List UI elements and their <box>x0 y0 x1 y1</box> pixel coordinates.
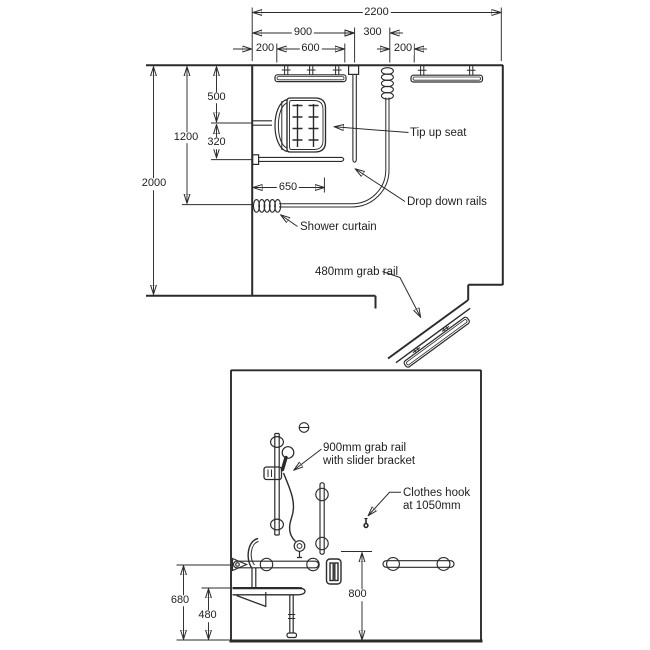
dim-seat-from-back-wall: 500 <box>205 90 228 104</box>
slider-bracket <box>263 466 283 481</box>
seat-outline <box>286 97 327 153</box>
dim-rail-length: 600 <box>299 42 322 55</box>
hose-outlet <box>293 540 306 552</box>
plan-480-grab-rail <box>395 307 471 368</box>
label-drop-down-rails: Drop down rails <box>407 196 487 208</box>
plan-view <box>146 7 504 368</box>
elevation-extension-lines <box>176 551 372 641</box>
leader-tip-up-seat <box>335 127 409 133</box>
leader-900-grab-rail <box>294 448 322 470</box>
dim-rail-gap-right: 200 <box>391 42 415 55</box>
elevation-tip-up-seat <box>232 537 306 639</box>
label-clothes-hook-line2: at 1050mm <box>403 499 461 512</box>
plan-drop-down-rail-vertical <box>348 65 360 163</box>
elevation-walls <box>229 369 483 643</box>
leader-clothes-hook <box>368 491 401 515</box>
elevation-shower-riser-rail <box>263 432 306 559</box>
leader-shower-curtain <box>281 215 298 227</box>
plan-walls <box>146 64 504 360</box>
label-clothes-hook: Clothes hook at 1050mm <box>403 487 470 512</box>
plan-leader-lines <box>281 127 421 317</box>
dim-grab-rail-height: 800 <box>346 588 369 601</box>
plan-shower-curtain-track <box>252 67 394 213</box>
seat-foot <box>286 632 298 639</box>
elevation-clothes-hook <box>363 517 369 529</box>
label-tip-up-seat: Tip up seat <box>410 126 467 139</box>
label-480-grab-rail: 480mm grab rail <box>315 265 399 278</box>
shower-hose <box>282 472 296 543</box>
elevation-leader-lines <box>294 448 401 516</box>
leader-drop-down-rails <box>355 169 406 202</box>
shower-curtain-coil-top <box>380 67 394 100</box>
dim-drop-rail-reach: 650 <box>276 181 300 194</box>
label-shower-curtain: Shower curtain <box>300 220 377 233</box>
elevation-vertical-grab-rail <box>315 482 329 555</box>
elevation-view <box>176 369 483 643</box>
rail-bracket <box>417 65 476 76</box>
elevation-drop-down-rail-at-seat <box>231 557 320 572</box>
rail-bracket <box>412 325 450 354</box>
seat-slats <box>292 104 319 147</box>
plan-tip-up-seat <box>253 97 327 153</box>
dim-seat-to-drop-rail: 320 <box>205 136 228 149</box>
seat-wall-arm <box>253 120 272 126</box>
dim-curtain-return-depth: 1200 <box>171 130 201 144</box>
elevation-ceiling-outlet <box>298 422 310 433</box>
plan-drop-down-rail-horizontal <box>252 154 345 166</box>
dim-room-depth: 2000 <box>139 177 169 190</box>
leader-480-grab-rail <box>382 271 421 318</box>
dim-curtain-offset: 300 <box>361 26 384 39</box>
label-900-grab-rail-line1: 900mm grab rail <box>323 442 407 454</box>
plan-back-wall-grab-rail-left <box>274 65 347 83</box>
shower-handset-handle <box>280 455 288 472</box>
rail-bracket <box>281 65 342 75</box>
label-900-grab-rail-line2: with slider bracket <box>323 454 416 467</box>
shower-handset <box>281 446 295 459</box>
shower-curtain-coil-left <box>252 199 282 213</box>
plan-extension-lines <box>182 7 502 206</box>
dim-rail-gap-left: 200 <box>253 42 277 55</box>
seat-backrest <box>247 537 259 568</box>
elevation-folded-drop-down-rail <box>325 558 342 585</box>
label-clothes-hook-line1: Clothes hook <box>403 487 471 499</box>
elevation-horizontal-grab-rail-right <box>382 557 455 571</box>
seat-backrest <box>274 98 288 153</box>
rail-hinge <box>231 557 249 572</box>
dim-total-width: 2200 <box>362 5 391 19</box>
dim-drop-rail-height: 680 <box>168 593 192 607</box>
plan-dimension-lines <box>154 13 501 295</box>
plan-back-wall-grab-rail-right <box>410 65 484 83</box>
seat-brace <box>236 594 267 608</box>
dim-seat-height: 480 <box>196 609 219 622</box>
dim-seat-zone-width: 900 <box>291 26 315 39</box>
label-900-grab-rail: 900mm grab rail with slider bracket <box>323 442 415 467</box>
plan-angled-door-wall <box>387 299 469 360</box>
